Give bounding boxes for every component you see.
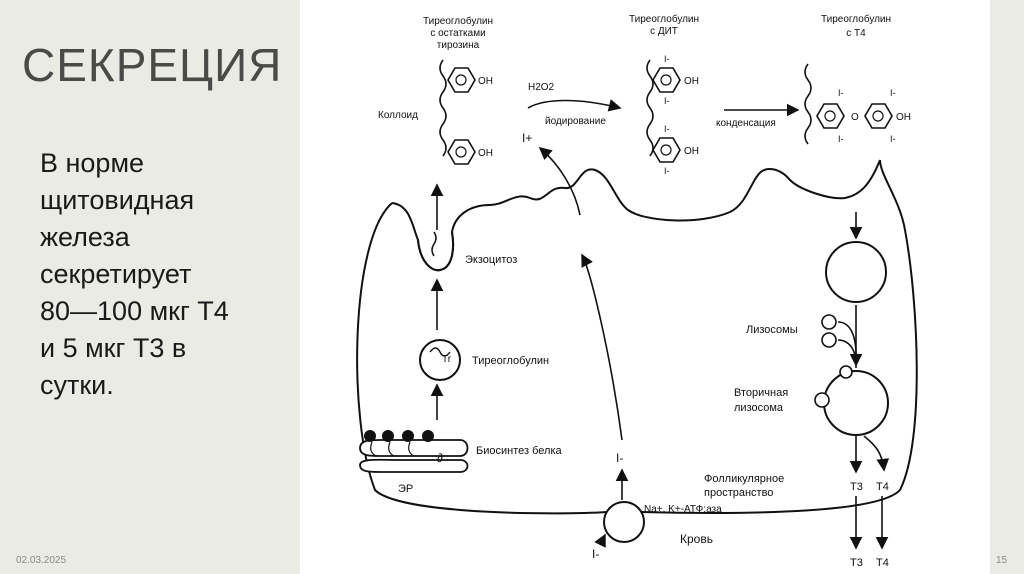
slide-body: В норме щитовидная железа секретирует 80…	[40, 145, 280, 404]
oh-label: OH	[896, 112, 911, 123]
sec-lysosome-label-2: лизосома	[734, 402, 784, 414]
tg-t4-label-2: с Т4	[846, 28, 866, 39]
iodide-cell: I-	[616, 451, 623, 465]
tg-chain-2	[646, 59, 654, 157]
ribosome	[382, 430, 394, 442]
tg-dit-label-1: Тиреоглобулин	[629, 13, 699, 25]
t4-blood-label: T4	[876, 557, 889, 569]
iodine-label: I-	[890, 88, 896, 98]
dit-ring	[652, 67, 681, 93]
cell-outline	[356, 159, 918, 515]
iodide-blood: I-	[592, 547, 599, 561]
page-number: 15	[996, 555, 1008, 566]
iodine-label: I-	[664, 96, 670, 106]
exocytosis-vesicle	[417, 231, 455, 272]
tg-tyr-label-2: с остатками	[430, 28, 485, 39]
t4-ring	[864, 103, 893, 129]
iodine-label: I-	[664, 166, 670, 176]
iodine-label: I-	[664, 124, 670, 134]
tyrosine-ring	[447, 139, 476, 165]
t3-blood-label: T3	[850, 557, 863, 569]
na-k-atpase-pump	[603, 501, 645, 543]
dit-ring	[652, 137, 681, 163]
iodine-label: I-	[838, 134, 844, 144]
t3-label: T3	[850, 481, 863, 493]
secretion-diagram: Экзоцитоз Tr Тиреоглобулин ∂ Биосинтез б…	[356, 13, 918, 569]
oh-label: OH	[478, 76, 493, 87]
blood-label: Кровь	[680, 532, 713, 546]
endocytic-vesicle	[825, 241, 887, 303]
tg-tyr-label-1: Тиреоглобулин	[423, 15, 493, 27]
thyroglobulin-label: Тиреоглобулин	[472, 355, 549, 367]
protein-synthesis-label: Биосинтез белка	[476, 445, 562, 457]
t4-label: T4	[876, 481, 889, 493]
ribosome	[422, 430, 434, 442]
tg-dit-label-2: с ДИТ	[650, 26, 678, 37]
follicular-label-1: Фолликулярное	[704, 473, 784, 485]
tg-chain-1	[439, 59, 447, 157]
iodine-label: I-	[838, 88, 844, 98]
body-line: железа	[40, 222, 130, 252]
lysosome	[821, 332, 837, 348]
tg-chain-3	[804, 63, 812, 145]
t4-ring	[816, 103, 845, 129]
exocytosis-label: Экзоцитоз	[465, 254, 517, 266]
h2o2-label: H2O2	[528, 82, 555, 93]
body-line: и 5 мкг Т3 в	[40, 333, 187, 363]
body-line: секретирует	[40, 259, 192, 289]
tr-label: Tr	[442, 354, 452, 365]
lysosomes-label: Лизосомы	[746, 324, 798, 336]
oh-label: OH	[684, 76, 699, 87]
right-strip	[990, 0, 1024, 574]
body-line: сутки.	[40, 370, 114, 400]
er-symbol: ∂	[437, 451, 443, 465]
iodination-label: йодирование	[545, 116, 606, 127]
tyrosine-ring	[447, 67, 476, 93]
condensation-label: конденсация	[716, 118, 776, 129]
er-membrane	[359, 439, 469, 457]
iodine-label: I-	[664, 54, 670, 64]
tg-tyr-label-3: тирозина	[437, 40, 480, 51]
footer-date: 02.03.2025	[16, 555, 67, 566]
iodine-plus: I+	[522, 131, 532, 145]
left-panel	[0, 0, 300, 574]
er-label: ЭР	[398, 483, 413, 495]
cell-right-wall	[588, 180, 592, 270]
body-line: 80—100 мкг Т4	[40, 296, 229, 326]
iodine-label: I-	[890, 134, 896, 144]
lysosome	[821, 314, 837, 330]
atpase-label: Na+, K+-АТФ:аза	[644, 504, 722, 515]
o-label: O	[851, 112, 859, 123]
follicular-label-2: пространство	[704, 487, 773, 499]
thyroglobulin-vesicle	[419, 339, 461, 381]
body-line: щитовидная	[40, 185, 195, 215]
tg-t4-label-1: Тиреоглобулин	[821, 13, 891, 25]
colloid-label: Коллоид	[378, 110, 418, 121]
body-line: В норме	[40, 148, 145, 178]
slide-title: СЕКРЕЦИЯ	[22, 39, 283, 91]
oh-label: OH	[478, 148, 493, 159]
ribosome	[402, 430, 414, 442]
ribosome	[364, 430, 376, 442]
oh-label: OH	[684, 146, 699, 157]
secondary-lysosome	[823, 370, 889, 436]
sec-lysosome-label-1: Вторичная	[734, 387, 788, 399]
